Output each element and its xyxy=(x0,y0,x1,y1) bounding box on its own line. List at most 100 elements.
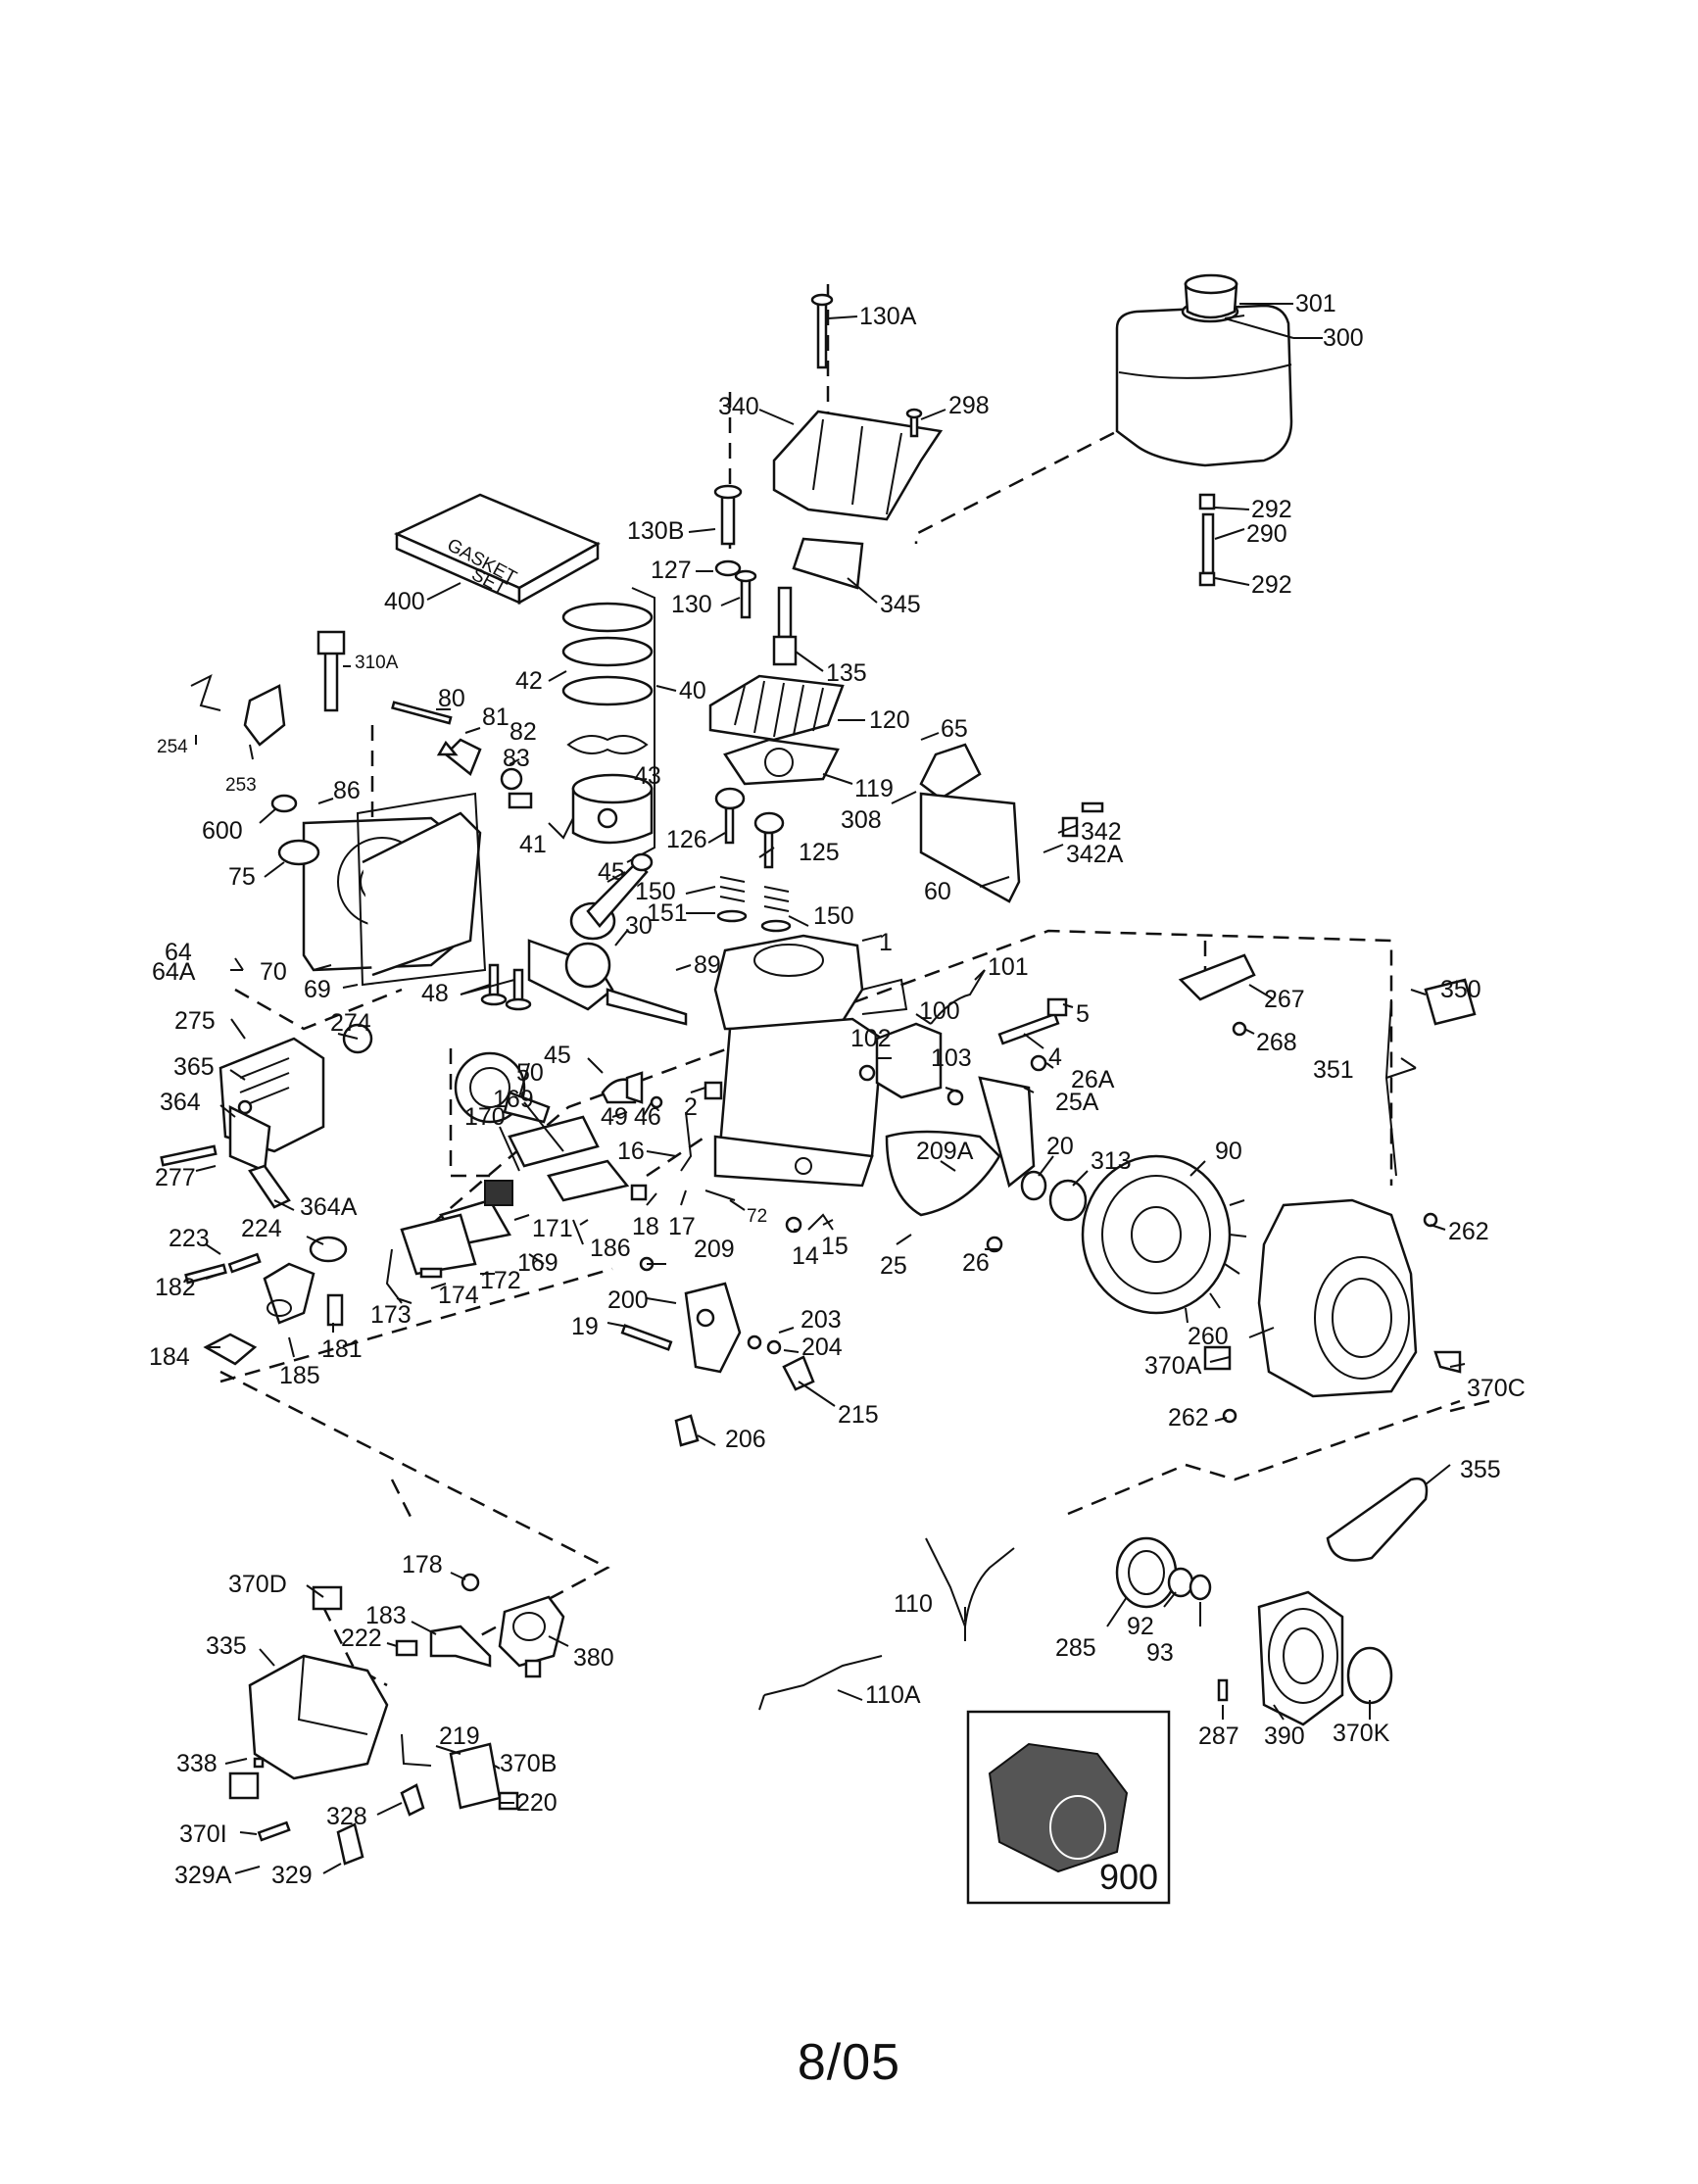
label-350: 350 xyxy=(1440,976,1481,1003)
plate-25A xyxy=(978,1076,1036,1189)
screw-268 xyxy=(1232,1021,1247,1037)
label-310A: 310A xyxy=(355,653,399,673)
label-119: 119 xyxy=(854,775,894,802)
label-253: 253 xyxy=(225,775,257,796)
label-203: 203 xyxy=(800,1306,842,1334)
label-290: 290 xyxy=(1246,520,1287,548)
label-335: 335 xyxy=(206,1632,247,1660)
label-200: 200 xyxy=(607,1286,649,1314)
label-365: 365 xyxy=(173,1053,215,1081)
primer xyxy=(1384,978,1477,1177)
label-400: 400 xyxy=(384,588,425,615)
label-254: 254 xyxy=(157,737,188,757)
label-174: 174 xyxy=(438,1282,479,1309)
piston xyxy=(508,773,654,845)
label-338: 338 xyxy=(176,1750,218,1777)
label-209: 209 xyxy=(694,1236,735,1263)
label-126: 126 xyxy=(666,826,707,853)
seal-600 xyxy=(270,794,298,813)
label-204: 204 xyxy=(801,1334,843,1361)
label-329: 329 xyxy=(271,1862,313,1889)
label-224: 224 xyxy=(241,1215,282,1242)
washer-20 xyxy=(1020,1170,1047,1201)
fuel-line-173 xyxy=(385,1248,403,1304)
control-bracket xyxy=(620,1256,815,1447)
label-70: 70 xyxy=(260,958,287,986)
label-186: 186 xyxy=(590,1235,631,1262)
governor-parts xyxy=(391,701,523,791)
label-206: 206 xyxy=(725,1426,766,1453)
label-75: 75 xyxy=(228,863,256,891)
part-illustrations: GASKET SET xyxy=(160,273,1477,1905)
label-130A: 130A xyxy=(859,303,917,330)
label-46: 46 xyxy=(634,1103,661,1131)
label-30: 30 xyxy=(625,912,653,940)
label-100: 100 xyxy=(919,997,960,1025)
label-45-bottom: 45 xyxy=(544,1042,571,1069)
gasket-set-box: GASKET SET xyxy=(393,493,601,606)
label-14: 14 xyxy=(792,1242,819,1270)
spark-plug xyxy=(772,586,798,666)
flywheel xyxy=(1081,1154,1247,1324)
governor-linkage-small-parts xyxy=(625,1071,736,1201)
label-169-bottom: 169 xyxy=(517,1249,558,1277)
shroud-bracket xyxy=(792,537,864,590)
label-25: 25 xyxy=(880,1252,907,1280)
label-150-right: 150 xyxy=(813,902,854,930)
muffler-mount-parts xyxy=(184,1236,348,1366)
label-171: 171 xyxy=(532,1215,573,1242)
label-20: 20 xyxy=(1046,1133,1074,1160)
label-125: 125 xyxy=(799,839,840,866)
wire-harness-110 xyxy=(925,1537,1015,1641)
label-170: 170 xyxy=(464,1103,506,1131)
label-370K: 370K xyxy=(1333,1720,1390,1747)
revision-date: 8/05 xyxy=(797,2034,901,2091)
label-600: 600 xyxy=(202,817,243,845)
label-2: 2 xyxy=(684,1093,698,1121)
crankcase-gasket xyxy=(356,792,487,987)
label-340: 340 xyxy=(718,393,759,420)
label-370B: 370B xyxy=(500,1750,557,1777)
crankshaft xyxy=(527,939,688,1026)
label-15: 15 xyxy=(821,1233,849,1260)
screw-26A xyxy=(1030,1054,1047,1072)
label-292-top: 292 xyxy=(1251,496,1292,523)
label-16: 16 xyxy=(617,1138,645,1165)
label-275: 275 xyxy=(174,1007,216,1035)
label-173: 173 xyxy=(370,1301,412,1329)
valves-and-springs xyxy=(714,787,792,933)
label-184: 184 xyxy=(149,1343,190,1371)
piston-rings xyxy=(561,602,654,754)
screw-174 xyxy=(419,1267,443,1279)
label-151: 151 xyxy=(647,899,688,927)
intake-gaskets xyxy=(400,1115,630,1276)
label-390: 390 xyxy=(1264,1723,1305,1750)
label-181: 181 xyxy=(321,1335,363,1363)
label-277: 277 xyxy=(155,1164,196,1191)
label-268: 268 xyxy=(1256,1029,1297,1056)
label-64A: 64A xyxy=(152,958,196,986)
label-380: 380 xyxy=(573,1644,614,1672)
label-287: 287 xyxy=(1198,1723,1239,1750)
label-83: 83 xyxy=(503,745,530,772)
label-103: 103 xyxy=(931,1044,972,1072)
label-65: 65 xyxy=(941,715,968,743)
label-93: 93 xyxy=(1146,1639,1174,1667)
spring-15 xyxy=(807,1213,834,1231)
label-215: 215 xyxy=(838,1401,879,1429)
label-60: 60 xyxy=(924,878,951,905)
label-329A: 329A xyxy=(174,1862,232,1889)
label-101: 101 xyxy=(988,953,1029,981)
muffler xyxy=(218,1023,373,1173)
label-45-top: 45 xyxy=(598,858,625,886)
label-102: 102 xyxy=(850,1025,892,1052)
label-370A: 370A xyxy=(1144,1352,1202,1380)
oil-seal-75 xyxy=(277,839,320,866)
bracket-267 xyxy=(1178,953,1256,1001)
label-364A: 364A xyxy=(300,1193,358,1221)
inset-label-900: 900 xyxy=(1099,1857,1158,1897)
label-298: 298 xyxy=(948,392,990,419)
label-267: 267 xyxy=(1264,986,1305,1013)
label-110A: 110A xyxy=(865,1681,921,1709)
